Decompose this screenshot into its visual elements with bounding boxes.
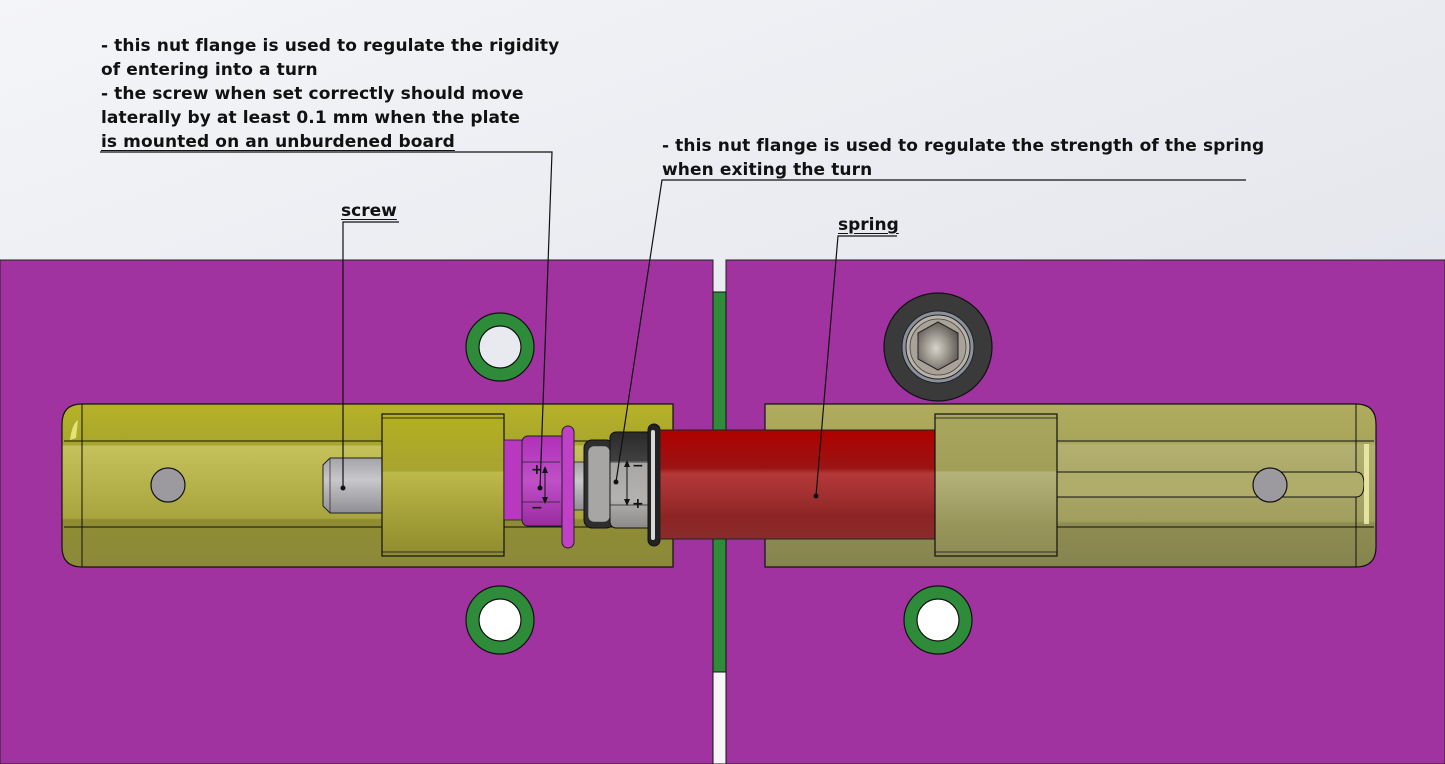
note-line: is mounted on an unburdened board [101, 132, 455, 152]
note-line: - the screw when set correctly should mo… [101, 84, 524, 104]
nut-left-bottom-mark: − [531, 500, 543, 516]
leader-screw-note [100, 151, 553, 489]
screw-label: screw [341, 201, 397, 221]
left-collar [381, 413, 505, 557]
mounting-hole-bottom-left [465, 585, 535, 655]
note-line: of entering into a turn [101, 60, 318, 80]
right-collar [934, 413, 1058, 557]
adjustment-nut-rigidity: + − [503, 425, 575, 549]
pin-left [150, 467, 186, 503]
nut-right-bottom-mark: + [632, 496, 644, 512]
leader-screw-label [342, 221, 399, 488]
nut-left-top-mark: + [531, 462, 543, 478]
spring [659, 429, 937, 540]
annotation-rigidity-note: - this nut flange is used to regulate th… [101, 34, 559, 154]
leader-lines [100, 151, 1246, 497]
spring-label: spring [838, 215, 899, 235]
mounting-hole-top-left [465, 312, 535, 382]
nut-right-top-mark: − [632, 458, 644, 474]
leader-spring-note [615, 179, 1246, 483]
adjustment-nut-spring: − + [583, 423, 661, 547]
annotation-spring-strength-note: - this nut flange is used to regulate th… [662, 134, 1264, 182]
leader-spring-label [815, 235, 897, 497]
note-line: - this nut flange is used to regulate th… [662, 136, 1265, 156]
bolt-head-icon [883, 292, 993, 402]
gap-insert-white [712, 671, 727, 764]
mounting-hole-bottom-right [903, 585, 973, 655]
note-line: - this nut flange is used to regulate th… [101, 36, 560, 56]
pin-right [1252, 467, 1288, 503]
note-line: when exiting the turn [662, 160, 873, 180]
note-line: laterally by at least 0.1 mm when the pl… [101, 108, 520, 128]
